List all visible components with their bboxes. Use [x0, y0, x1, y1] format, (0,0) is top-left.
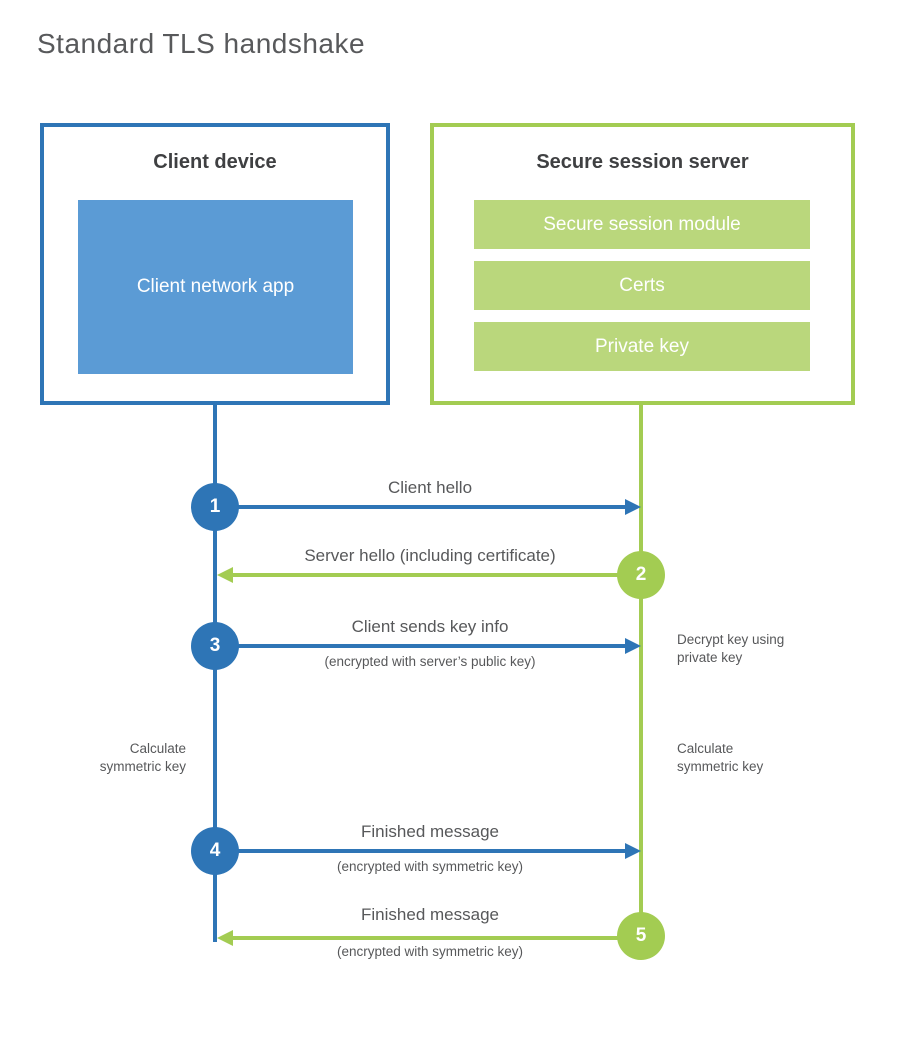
server-module-private-key: Private key [474, 322, 810, 371]
note-decrypt-key: Decrypt key using private key [677, 632, 785, 666]
step4-circle: 4 [191, 827, 239, 875]
step2-arrowhead-left-icon [217, 567, 233, 583]
step3-sublabel: (encrypted with server’s public key) [324, 654, 536, 669]
client-network-app-box: Client network app [78, 200, 353, 374]
step3-label: Client sends key info [351, 617, 509, 636]
client-device-title: Client device [153, 151, 277, 173]
step2-circle: 2 [617, 551, 665, 599]
step4-label: Finished message [361, 822, 499, 841]
server-module-certs: Certs [474, 261, 810, 310]
step2-label: Server hello (including certificate) [304, 546, 556, 565]
step2-arrow-line [233, 573, 641, 577]
step5-arrow-line [233, 936, 641, 940]
step1-label: Client hello [387, 478, 473, 497]
step1-circle: 1 [191, 483, 239, 531]
step4-arrowhead-right-icon [625, 843, 641, 859]
page-title: Standard TLS handshake [37, 28, 366, 59]
step5-label: Finished message [361, 905, 499, 924]
step5-sublabel: (encrypted with symmetric key) [336, 944, 524, 959]
server-lifeline [639, 405, 643, 940]
step1-arrow-line [215, 505, 625, 509]
step4-arrow-line [215, 849, 625, 853]
step3-arrowhead-right-icon [625, 638, 641, 654]
step5-arrowhead-left-icon [217, 930, 233, 946]
step3-circle: 3 [191, 622, 239, 670]
note-calculate-symmetric-key-client: Calculate symmetric key [99, 741, 186, 775]
secure-session-server-title: Secure session server [536, 151, 749, 173]
step1-arrowhead-right-icon [625, 499, 641, 515]
step3-arrow-line [215, 644, 625, 648]
note-calculate-symmetric-key-server: Calculate symmetric key [677, 741, 764, 775]
server-module-secure-session-module: Secure session module [474, 200, 810, 249]
client-lifeline [213, 405, 217, 942]
step4-sublabel: (encrypted with symmetric key) [336, 859, 524, 874]
client-network-app-label: Client network app [136, 275, 295, 297]
step5-circle: 5 [617, 912, 665, 960]
